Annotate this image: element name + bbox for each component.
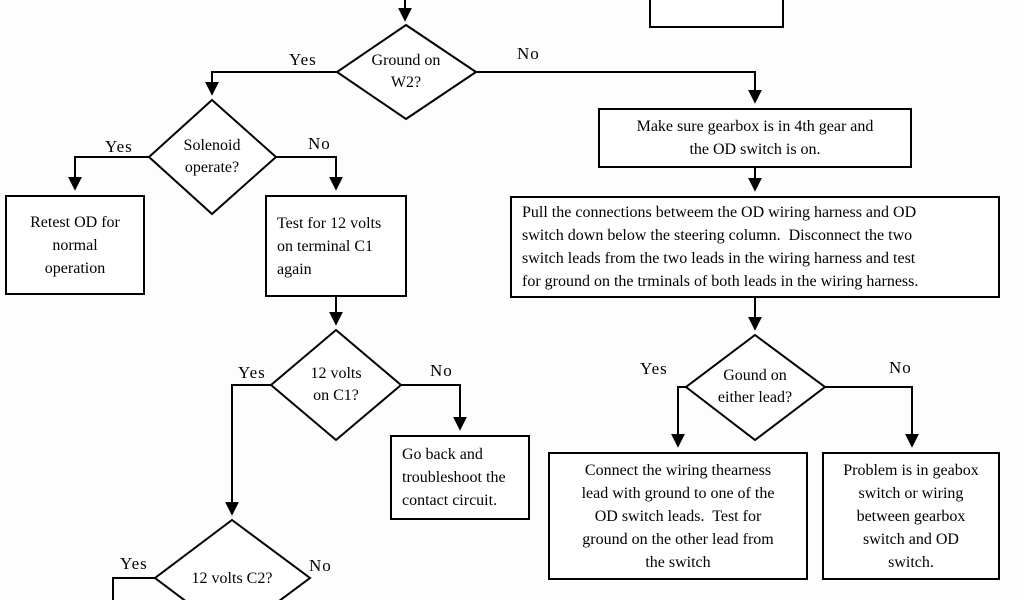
- decision-label-solenoid: Solenoid operate?: [183, 137, 241, 176]
- connector-solenoid-no: [276, 156, 343, 191]
- decision-label-ground-w2: Ground on W2?: [371, 52, 441, 91]
- edge-label-ground-w2-yes: Yes: [289, 50, 317, 69]
- edge-label-ground-lead-yes: Yes: [640, 359, 668, 378]
- decision-shape-solenoid: [147, 98, 278, 216]
- connector-ground-lead-yes: [671, 386, 686, 448]
- decision-label-ground-lead: Gound on either lead?: [717, 367, 793, 406]
- decision-shape-volts-c1: [269, 328, 403, 442]
- decision-shape-ground-w2: [335, 23, 478, 121]
- edge-label-solenoid-no: No: [308, 134, 331, 153]
- edge-label-volts-c1-no: No: [430, 361, 453, 380]
- connector-solenoid-yes: [68, 156, 149, 191]
- edge-label-ground-lead-no: No: [889, 358, 912, 377]
- box-problem-gearbox-switch: Problem is in geabox switch or wiring be…: [822, 452, 1000, 580]
- edge-label-ground-w2-no: No: [517, 44, 540, 63]
- edge-label-solenoid-yes: Yes: [105, 137, 133, 156]
- edge-label-volts-c2-no: No: [309, 556, 332, 575]
- box-retest-od: Retest OD for normal operation: [5, 195, 145, 295]
- connector-volts-c1-yes: [225, 384, 271, 516]
- connector-ground-lead-no: [825, 386, 919, 448]
- decision-shape-volts-c2: [153, 518, 312, 600]
- connector-volts-c1-no: [401, 384, 467, 431]
- box-pull-connections: Pull the connections betweem the OD wiri…: [510, 196, 1000, 298]
- edge-label-volts-c2-yes: Yes: [120, 554, 148, 573]
- decision-shape-ground-lead: [684, 333, 827, 442]
- box-gearbox-4th-gear: Make sure gearbox is in 4th gear and the…: [598, 108, 912, 168]
- edge-label-volts-c1-yes: Yes: [238, 363, 266, 382]
- connector-ground-w2-no: [476, 71, 762, 104]
- partial-box-top-right: [649, 0, 784, 28]
- connector-volts-c2-yes: [112, 577, 155, 600]
- decision-label-volts-c2: 12 volts C2?: [191, 570, 273, 587]
- decision-label-volts-c1: 12 volts on C1?: [310, 365, 362, 404]
- connector-ground-w2-yes: [205, 71, 337, 96]
- box-connect-harness-lead: Connect the wiring thearness lead with g…: [548, 452, 808, 580]
- box-test-12v-c1: Test for 12 volts on terminal C1 again: [265, 195, 407, 297]
- box-go-back-troubleshoot: Go back and troubleshoot the contact cir…: [390, 435, 530, 520]
